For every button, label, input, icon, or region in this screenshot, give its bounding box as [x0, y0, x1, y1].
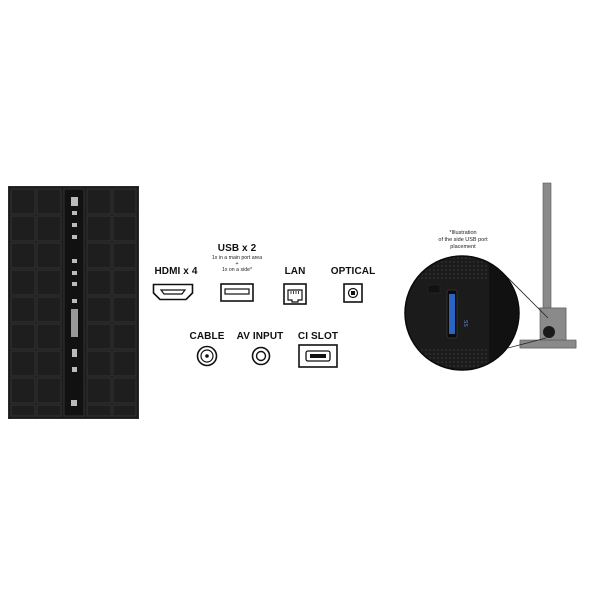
lan-label: LAN [284, 266, 306, 277]
usb-note-main: 1x in a main port area [211, 255, 263, 261]
av-jack-icon [251, 346, 271, 366]
side-note-line1: *Illustration [449, 230, 477, 236]
hdmi-label: HDMI x 4 [154, 266, 198, 277]
tv-back-grid [10, 188, 137, 417]
side-usb-illustration: SS [404, 182, 577, 371]
stand-base [519, 339, 577, 349]
tv-back-panel [8, 186, 139, 419]
av-input-label: AV INPUT [236, 331, 284, 342]
lan-port-icon [283, 283, 307, 305]
side-note-line2: of the side USB port [438, 237, 488, 243]
optical-port-icon [343, 283, 363, 303]
usb-label: USB x 2 [217, 243, 257, 254]
coax-port-icon [196, 345, 218, 367]
optical-label: OPTICAL [330, 266, 376, 277]
usb-note-plus: + [235, 261, 239, 267]
ci-slot-label: CI SLOT [297, 331, 339, 342]
side-port-knob [543, 326, 555, 338]
side-note-line3: placement [450, 244, 476, 250]
usb-ss-badge: SS [462, 320, 468, 327]
cable-label: CABLE [189, 331, 225, 342]
hdmi-port-icon [152, 283, 194, 301]
ci-slot-icon [298, 344, 338, 368]
usb-port-icon [220, 283, 254, 302]
usb-note-side: 1x on a side* [222, 267, 252, 273]
